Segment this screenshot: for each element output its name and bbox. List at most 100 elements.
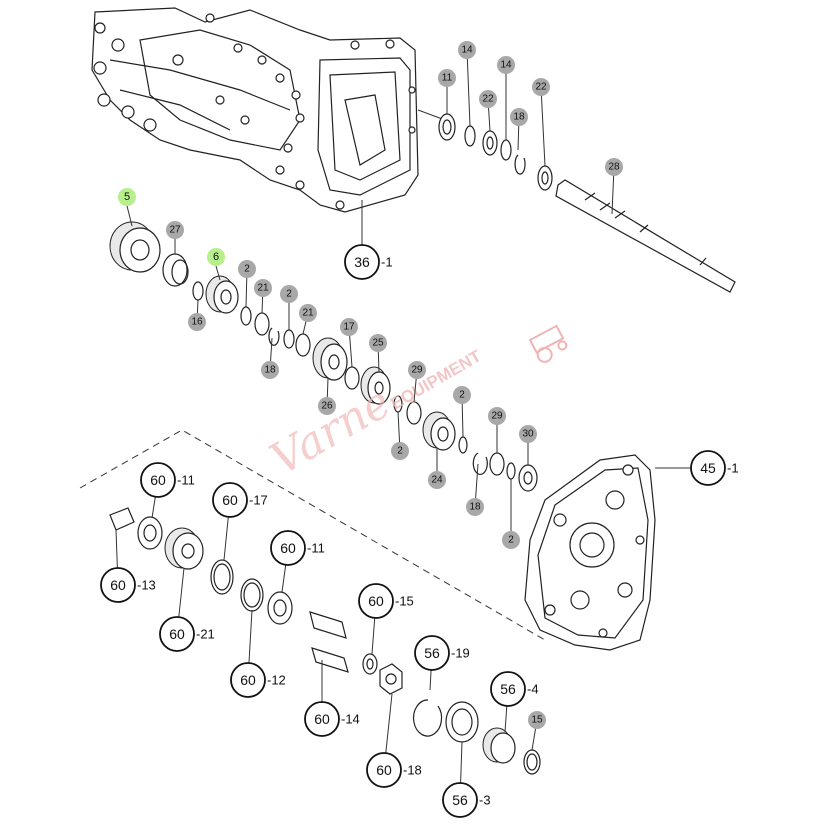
svg-text:2: 2 <box>286 289 292 300</box>
svg-text:15: 15 <box>531 715 543 726</box>
callout-18[interactable]: 18 <box>261 361 279 379</box>
callout-6[interactable]: 6 <box>207 248 225 266</box>
svg-text:30: 30 <box>522 429 534 440</box>
svg-text:60: 60 <box>222 492 238 508</box>
svg-text:2: 2 <box>459 390 465 401</box>
callout-2[interactable]: 2 <box>238 260 256 278</box>
callout-16[interactable]: 16 <box>188 313 206 331</box>
callout-28[interactable]: 28 <box>605 158 623 176</box>
svg-text:-12: -12 <box>267 673 286 688</box>
svg-text:60: 60 <box>150 472 166 488</box>
watermark-script: Varne <box>262 377 400 486</box>
callout-2[interactable]: 2 <box>280 285 298 303</box>
svg-text:21: 21 <box>257 283 269 294</box>
callout-29[interactable]: 29 <box>488 407 506 425</box>
callout-25[interactable]: 25 <box>369 334 387 352</box>
svg-text:25: 25 <box>372 338 384 349</box>
svg-text:-14: -14 <box>341 712 360 727</box>
callout-24[interactable]: 24 <box>428 471 446 489</box>
countershaft-gear-train <box>109 221 538 492</box>
callout-14[interactable]: 14 <box>497 56 515 74</box>
pto-drive-gear-assembly <box>412 699 541 775</box>
svg-text:56: 56 <box>424 645 440 661</box>
callout-2[interactable]: 2 <box>391 442 409 460</box>
svg-text:-15: -15 <box>395 594 414 609</box>
svg-text:21: 21 <box>302 308 314 319</box>
svg-text:60: 60 <box>368 593 384 609</box>
callout-22[interactable]: 22 <box>532 78 550 96</box>
svg-text:56: 56 <box>452 792 468 808</box>
leader-line <box>126 205 133 227</box>
svg-text:14: 14 <box>461 45 473 56</box>
svg-text:28: 28 <box>608 162 620 173</box>
svg-text:26: 26 <box>321 401 333 412</box>
ref-label-56-3[interactable]: 56 -3 <box>442 782 491 818</box>
ref-label-60-14[interactable]: 60 -14 <box>304 701 360 737</box>
svg-text:22: 22 <box>535 82 547 93</box>
svg-text:36: 36 <box>354 254 370 270</box>
svg-text:-3: -3 <box>479 793 491 808</box>
callout-5[interactable]: 5 <box>118 188 136 206</box>
callout-21[interactable]: 21 <box>254 279 272 297</box>
svg-text:18: 18 <box>469 502 481 513</box>
ref-label-60-13[interactable]: 60-13 <box>100 567 156 603</box>
transmission-housing <box>91 7 419 213</box>
svg-text:60: 60 <box>110 577 126 593</box>
svg-text:17: 17 <box>343 322 355 333</box>
svg-text:14: 14 <box>500 60 512 71</box>
svg-text:-19: -19 <box>451 646 470 661</box>
callout-26[interactable]: 26 <box>318 397 336 415</box>
svg-text:60: 60 <box>314 711 330 727</box>
svg-text:29: 29 <box>411 365 423 376</box>
svg-text:2: 2 <box>244 264 250 275</box>
svg-text:60: 60 <box>280 540 296 556</box>
svg-text:-1: -1 <box>381 255 393 270</box>
ref-label-60-18[interactable]: 60-18 <box>366 752 422 788</box>
ref-label-56-19[interactable]: 56 -19 <box>414 635 470 671</box>
callout-27[interactable]: 27 <box>166 221 184 239</box>
svg-text:-11: -11 <box>307 541 325 556</box>
svg-text:60: 60 <box>169 626 185 642</box>
callout-30[interactable]: 30 <box>519 425 537 443</box>
callout-17[interactable]: 17 <box>340 318 358 336</box>
tractor-logo-icon <box>528 324 568 363</box>
svg-text:-11: -11 <box>177 473 195 488</box>
callout-29[interactable]: 29 <box>408 361 426 379</box>
leader-line <box>466 49 471 127</box>
leader-line <box>540 86 546 167</box>
gray-callouts: 1411221418222827221216211817252629222930… <box>166 41 623 729</box>
svg-text:45: 45 <box>700 460 716 476</box>
ref-label-36-1[interactable]: 36 -1 <box>344 244 393 280</box>
callout-15[interactable]: 15 <box>528 711 546 729</box>
ref-label-45-1[interactable]: 45-1 <box>690 450 739 486</box>
ref-label-60-17[interactable]: 60 -17 <box>212 482 268 518</box>
ref-label-56-4[interactable]: 56-4 <box>490 671 539 707</box>
ref-label-60-11[interactable]: 60 -11 <box>270 530 325 566</box>
callout-18[interactable]: 18 <box>510 108 528 126</box>
svg-text:-4: -4 <box>527 682 539 697</box>
svg-text:11: 11 <box>442 73 453 84</box>
callout-14[interactable]: 14 <box>458 41 476 59</box>
input-shaft-assembly <box>417 109 736 293</box>
ref-label-60-11[interactable]: 60 -11 <box>140 462 195 498</box>
reference-labels: 36-145-160-1160-1760-1160-1360-2160-1260… <box>100 244 739 818</box>
svg-text:27: 27 <box>169 225 181 236</box>
svg-text:29: 29 <box>491 411 503 422</box>
callout-2[interactable]: 2 <box>502 531 520 549</box>
svg-text:-17: -17 <box>249 493 268 508</box>
callout-11[interactable]: 11 <box>438 69 456 87</box>
svg-text:18: 18 <box>264 365 276 376</box>
ref-label-60-12[interactable]: 60-12 <box>230 662 286 698</box>
callout-2[interactable]: 2 <box>453 386 471 404</box>
callout-22[interactable]: 22 <box>479 90 497 108</box>
callout-21[interactable]: 21 <box>299 304 317 322</box>
callout-18[interactable]: 18 <box>466 498 484 516</box>
ref-label-60-21[interactable]: 60-21 <box>159 616 215 652</box>
rear-cover-housing <box>524 454 656 651</box>
sub-assembly-boundary <box>79 429 546 641</box>
svg-text:24: 24 <box>431 475 443 486</box>
pto-sub-assembly <box>109 507 403 695</box>
svg-text:6: 6 <box>213 251 219 263</box>
svg-text:22: 22 <box>482 94 494 105</box>
ref-label-60-15[interactable]: 60 -15 <box>358 583 414 619</box>
